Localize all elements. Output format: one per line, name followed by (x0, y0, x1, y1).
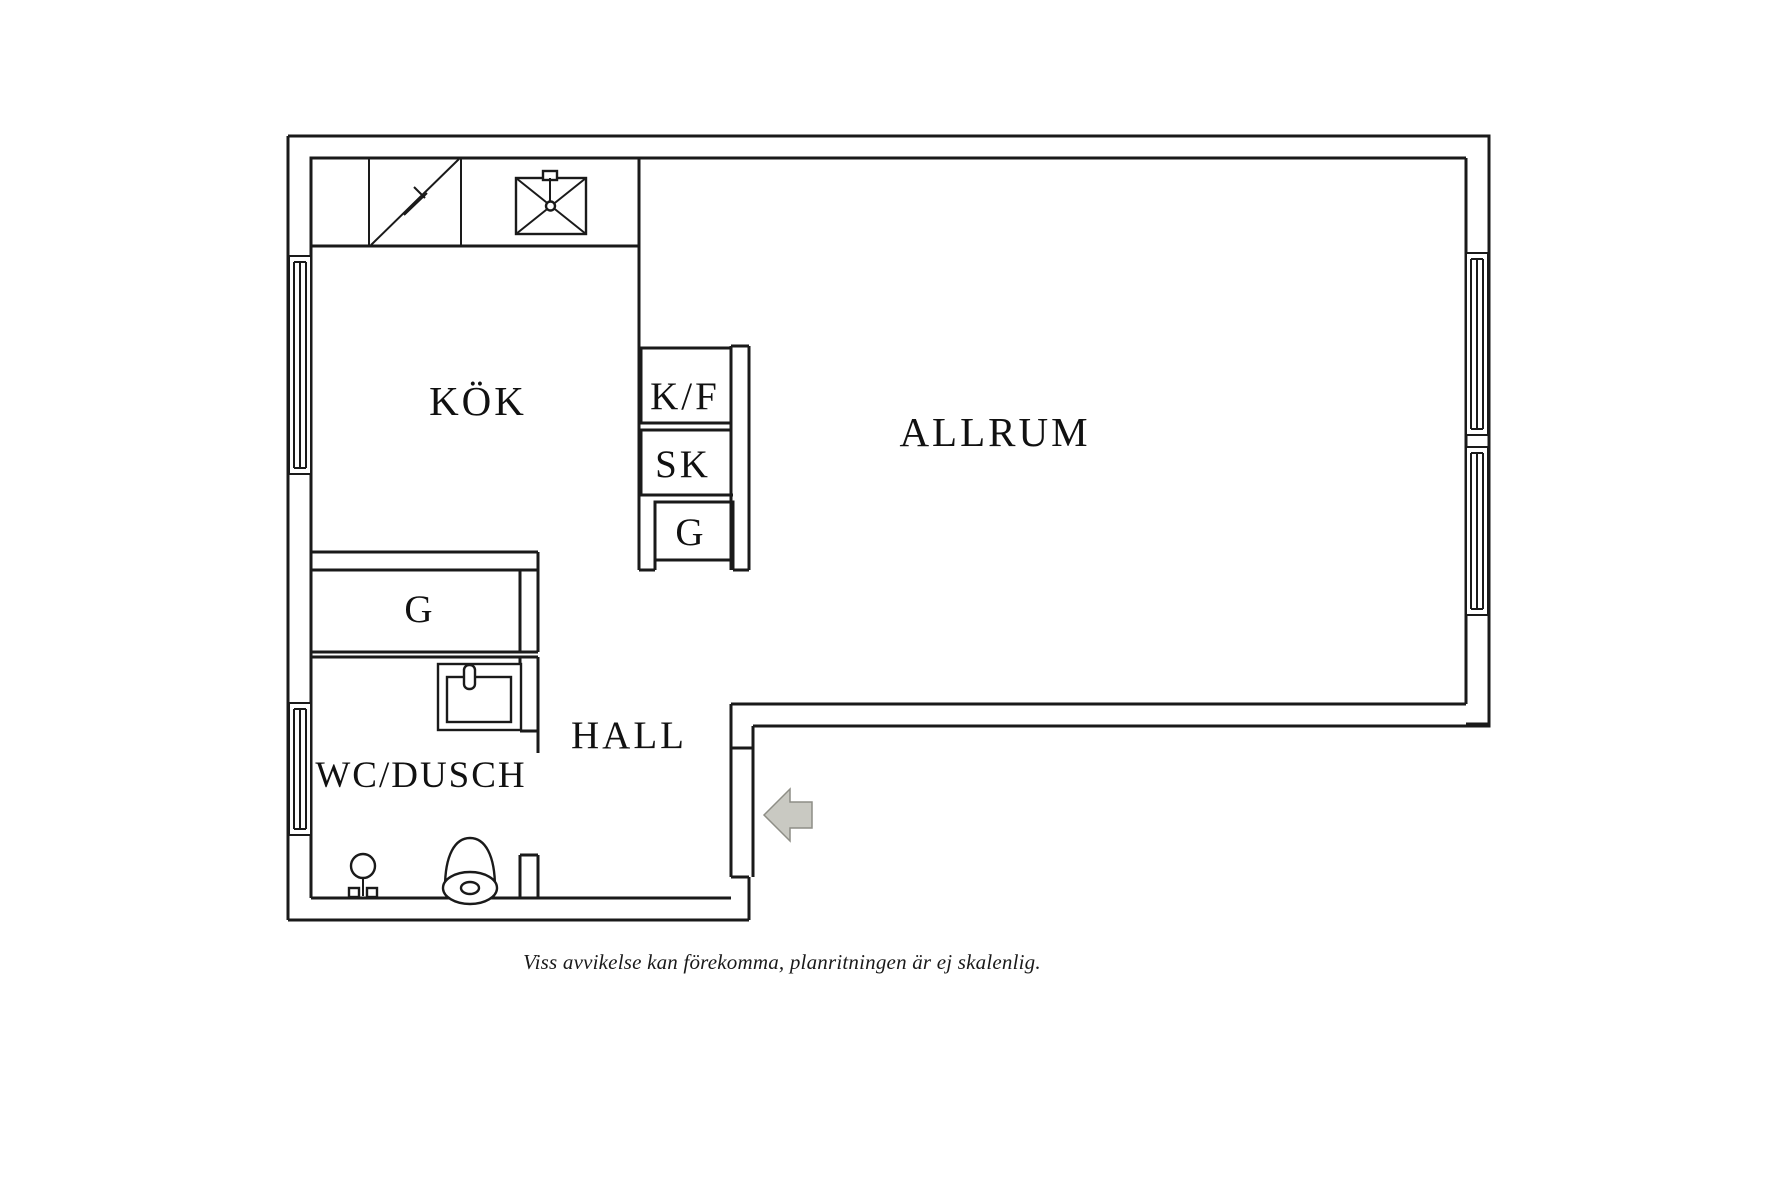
closet-kf-box (639, 346, 733, 425)
room-label-wc-dusch: WC/DUSCH (315, 755, 526, 796)
room-label-kok: KÖK (429, 378, 527, 424)
closet-label-sk: SK (655, 443, 711, 486)
floor-drain-icon (347, 852, 379, 899)
room-label-hall: HALL (571, 714, 687, 757)
room-label-allrum: ALLRUM (899, 409, 1090, 455)
closet-label-kf: K/F (650, 375, 720, 418)
window-bath-left (288, 702, 312, 836)
kitchen-sink-icon (514, 169, 588, 236)
stove-hob-icon (370, 158, 460, 246)
toilet-icon (441, 836, 499, 906)
closet-g-box (637, 493, 749, 572)
closet-column (637, 344, 751, 572)
window-allrum-upper (1465, 252, 1489, 436)
room-label-garderob-hall: G (404, 588, 435, 631)
plan-disclaimer-caption: Viss avvikelse kan förekomma, planritnin… (523, 950, 1041, 974)
windows-group (288, 252, 1489, 836)
outer-walls (286, 134, 1491, 922)
kitchen-room (309, 156, 641, 572)
hall-corridor (311, 552, 540, 654)
bathroom-room (311, 655, 540, 906)
entry-direction-arrow (762, 787, 813, 843)
window-allrum-lower (1465, 446, 1489, 616)
washbasin-icon (436, 662, 523, 732)
window-kitchen-left (288, 255, 312, 475)
closet-label-garderob-kok: G (675, 511, 706, 554)
